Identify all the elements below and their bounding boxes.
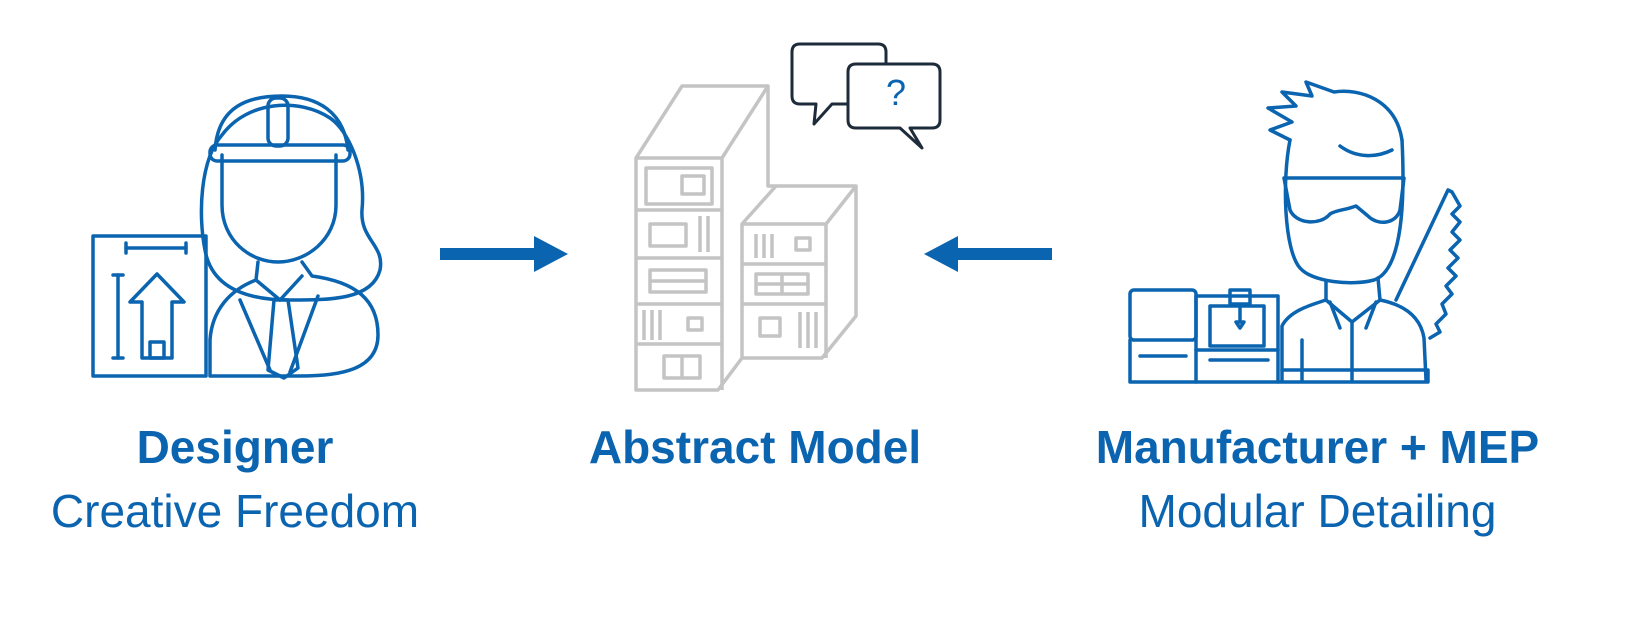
manufacturer-subtitle: Modular Detailing [1138, 485, 1497, 537]
arrow-left-icon [924, 236, 1052, 272]
manufacturer-title: Manufacturer + MEP [1095, 421, 1540, 473]
speech-bubbles-icon [790, 42, 942, 150]
designer-icon [91, 94, 383, 380]
designer-title: Designer [136, 421, 334, 473]
manufacturer-icon [1128, 80, 1462, 384]
arrow-right-icon [440, 236, 568, 272]
designer-subtitle: Creative Freedom [50, 485, 420, 537]
modular-building-icon [634, 84, 858, 392]
bubble-question-mark: ? [885, 72, 907, 113]
model-title: Abstract Model [588, 421, 922, 473]
